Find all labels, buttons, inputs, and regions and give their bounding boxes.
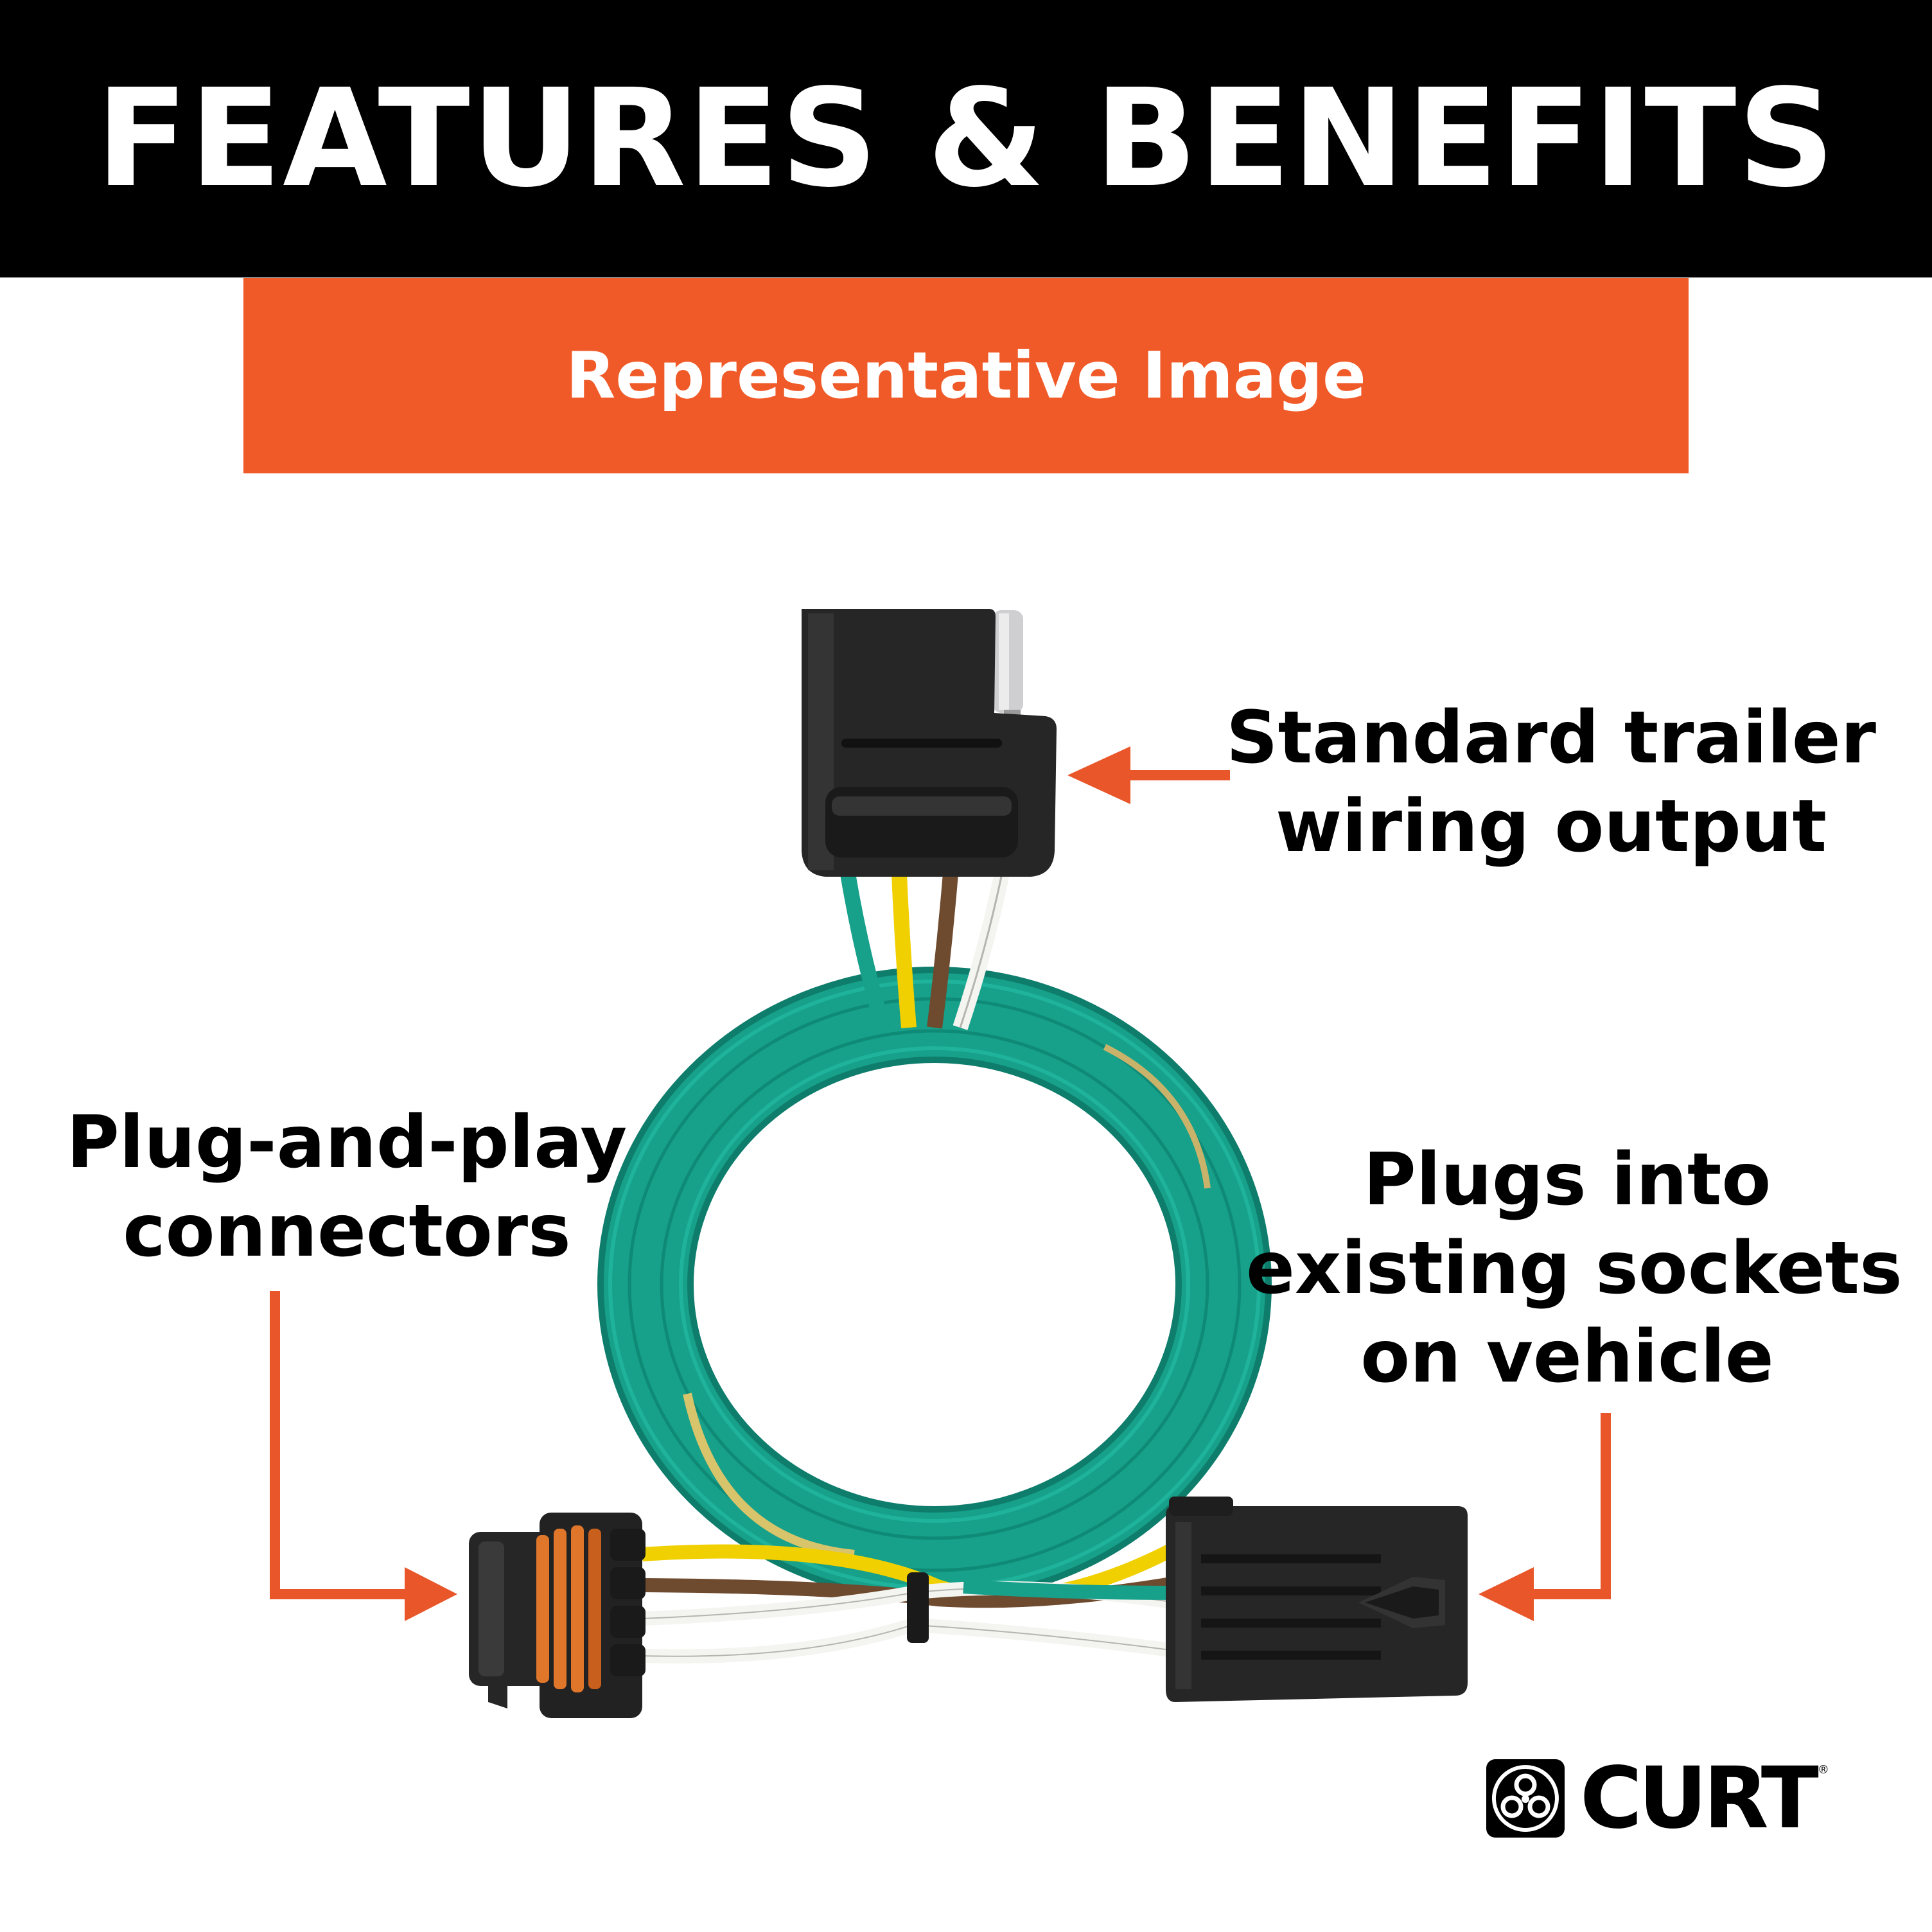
cable-coil bbox=[597, 967, 1272, 1603]
representative-image-banner: Representative Image bbox=[243, 278, 1689, 473]
arrow-to-connectors bbox=[270, 1291, 457, 1621]
right-connector bbox=[1166, 1497, 1468, 1702]
callout-plugs-into-existing-sockets: Plugs into existing sockets on vehicle bbox=[1246, 1136, 1902, 1401]
bottom-wire-leads bbox=[642, 1541, 1179, 1664]
callout-line: wiring output bbox=[1275, 785, 1827, 868]
top-wire-leads bbox=[840, 872, 1010, 1030]
curt-logo: CURT ® bbox=[1484, 1750, 1856, 1847]
registered-mark: ® bbox=[1817, 1763, 1829, 1777]
curt-hitch-ball-icon bbox=[1486, 1759, 1565, 1838]
page-title: FEATURES & BENEFITS bbox=[96, 60, 1836, 217]
header-bar: FEATURES & BENEFITS bbox=[0, 0, 1932, 277]
curt-logo-text: CURT bbox=[1580, 1749, 1819, 1848]
four-flat-connector bbox=[802, 609, 1057, 877]
banner-label: Representative Image bbox=[566, 338, 1366, 413]
callout-line: connectors bbox=[123, 1190, 571, 1273]
arrow-to-output bbox=[1067, 746, 1230, 804]
left-connector bbox=[469, 1513, 645, 1718]
callout-standard-trailer-wiring-output: Standard trailer wiring output bbox=[1201, 694, 1901, 871]
callout-line: Plug-and-play bbox=[66, 1101, 628, 1184]
callout-plug-and-play-connectors: Plug-and-play connectors bbox=[51, 1098, 642, 1276]
callout-line: Standard trailer bbox=[1226, 696, 1876, 780]
callout-line: existing sockets bbox=[1246, 1227, 1902, 1310]
callout-line: Plugs into bbox=[1363, 1138, 1771, 1222]
callout-line: on vehicle bbox=[1360, 1315, 1774, 1399]
arrow-to-sockets bbox=[1479, 1413, 1611, 1621]
